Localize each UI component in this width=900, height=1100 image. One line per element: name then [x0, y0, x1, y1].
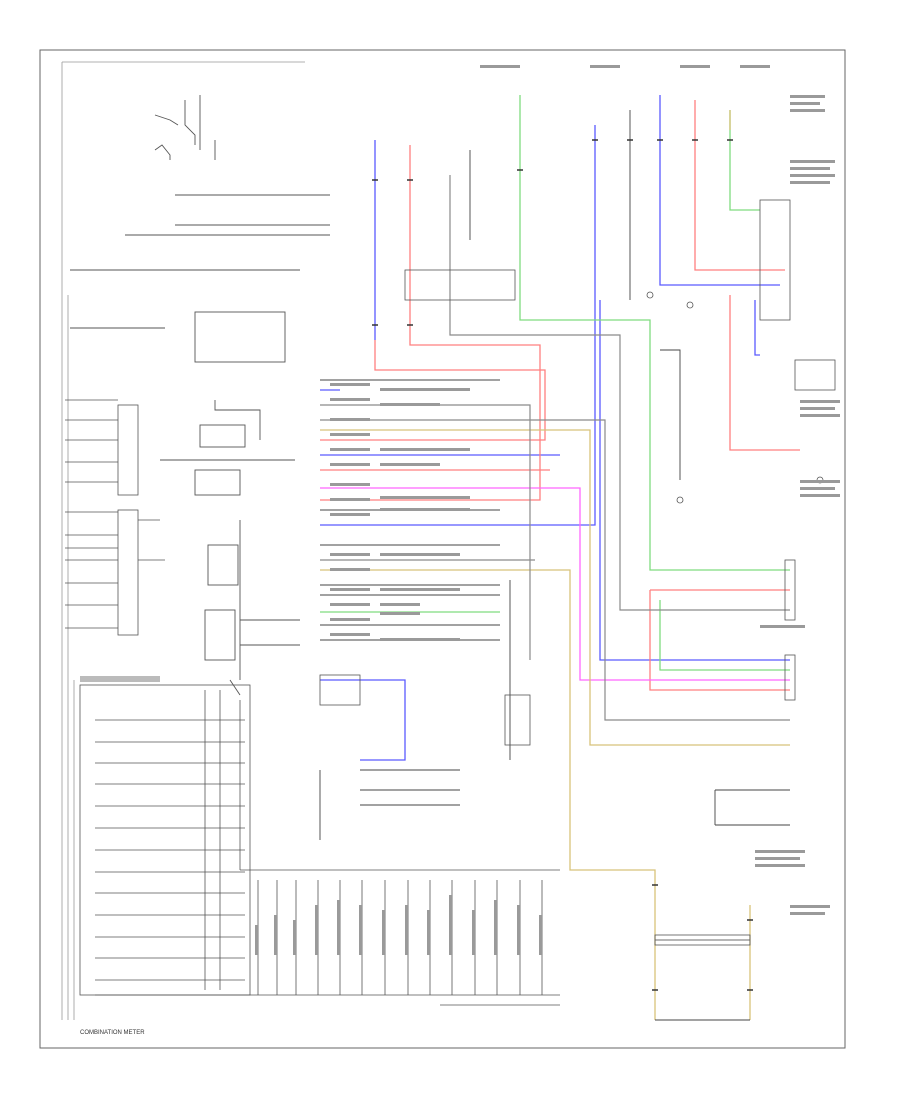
- wire-green: [320, 95, 790, 671]
- meter-items: [79, 684, 251, 996]
- right-label-stubs: [480, 65, 840, 915]
- bottom-bus: [95, 700, 560, 1006]
- component-boxes: [319, 199, 836, 946]
- wire-blue: [320, 95, 790, 761]
- bottom-label-stubs: [255, 895, 542, 955]
- wire-tan: [320, 110, 790, 1020]
- wire-black: [319, 110, 790, 1021]
- diagram-frame: [39, 49, 846, 1049]
- harness-row-labels: [330, 383, 470, 641]
- wire-pink: [320, 487, 790, 681]
- connector-ticks: [372, 139, 753, 991]
- meter-header-bar: [80, 676, 160, 682]
- left-connector-rows: [65, 399, 165, 636]
- footer-label: COMBINATION METER: [80, 1030, 145, 1036]
- left-switch-group: [70, 95, 330, 696]
- wire-red: [320, 100, 800, 691]
